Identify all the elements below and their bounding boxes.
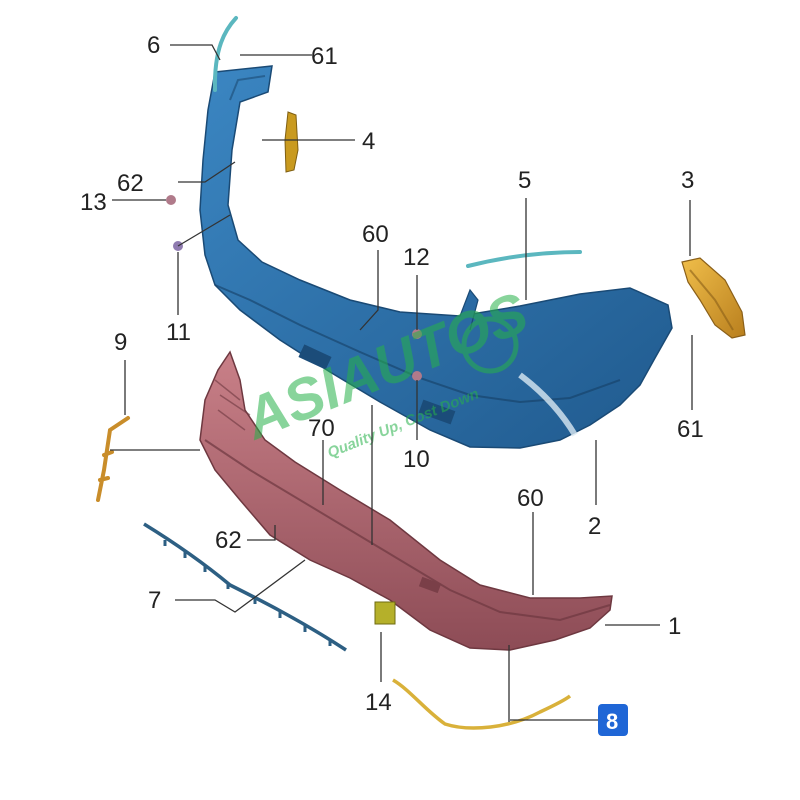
side-bracket xyxy=(96,416,130,502)
corner-strip xyxy=(212,16,238,92)
label-2: 2 xyxy=(588,513,601,540)
lower-bumper-cover xyxy=(199,350,613,651)
label-6: 6 xyxy=(147,32,160,59)
label-11: 11 xyxy=(166,319,191,346)
label-61-right: 61 xyxy=(677,416,704,443)
label-9: 9 xyxy=(114,329,127,356)
label-7: 7 xyxy=(148,587,161,614)
leader-lines xyxy=(110,44,693,722)
label-13: 13 xyxy=(80,189,107,216)
label-12: 12 xyxy=(403,244,430,271)
lower-grille-strip xyxy=(143,522,347,652)
label-14: 14 xyxy=(365,689,392,716)
upper-trim-strip xyxy=(466,250,582,268)
watermark-wheel-icon xyxy=(461,316,519,374)
clip-14-shape xyxy=(374,601,396,625)
label-5: 5 xyxy=(518,167,531,194)
bracket-right xyxy=(681,257,746,339)
lower-lip-strip xyxy=(392,678,572,730)
label-10: 10 xyxy=(403,446,430,473)
label-4: 4 xyxy=(362,128,375,155)
label-3: 3 xyxy=(681,167,694,194)
label-61-top: 61 xyxy=(311,43,338,70)
clip-12-shape xyxy=(412,329,422,339)
highlight-badge-8[interactable]: 8 xyxy=(598,704,628,736)
lower-grille-strip-clips xyxy=(163,540,332,646)
clip-10-shape xyxy=(412,371,422,381)
clip-13-shape xyxy=(166,195,176,205)
part-labels: 6 61 4 62 13 11 5 3 60 12 10 61 2 9 70 6… xyxy=(80,32,704,716)
badge-8-label: 8 xyxy=(606,709,618,734)
label-62-left: 62 xyxy=(117,170,144,197)
label-60-lower: 60 xyxy=(517,485,544,512)
bracket-left-small xyxy=(284,111,299,173)
label-62-lower: 62 xyxy=(215,527,242,554)
label-60-upper: 60 xyxy=(362,221,389,248)
label-1: 1 xyxy=(668,613,681,640)
label-70: 70 xyxy=(308,415,335,442)
